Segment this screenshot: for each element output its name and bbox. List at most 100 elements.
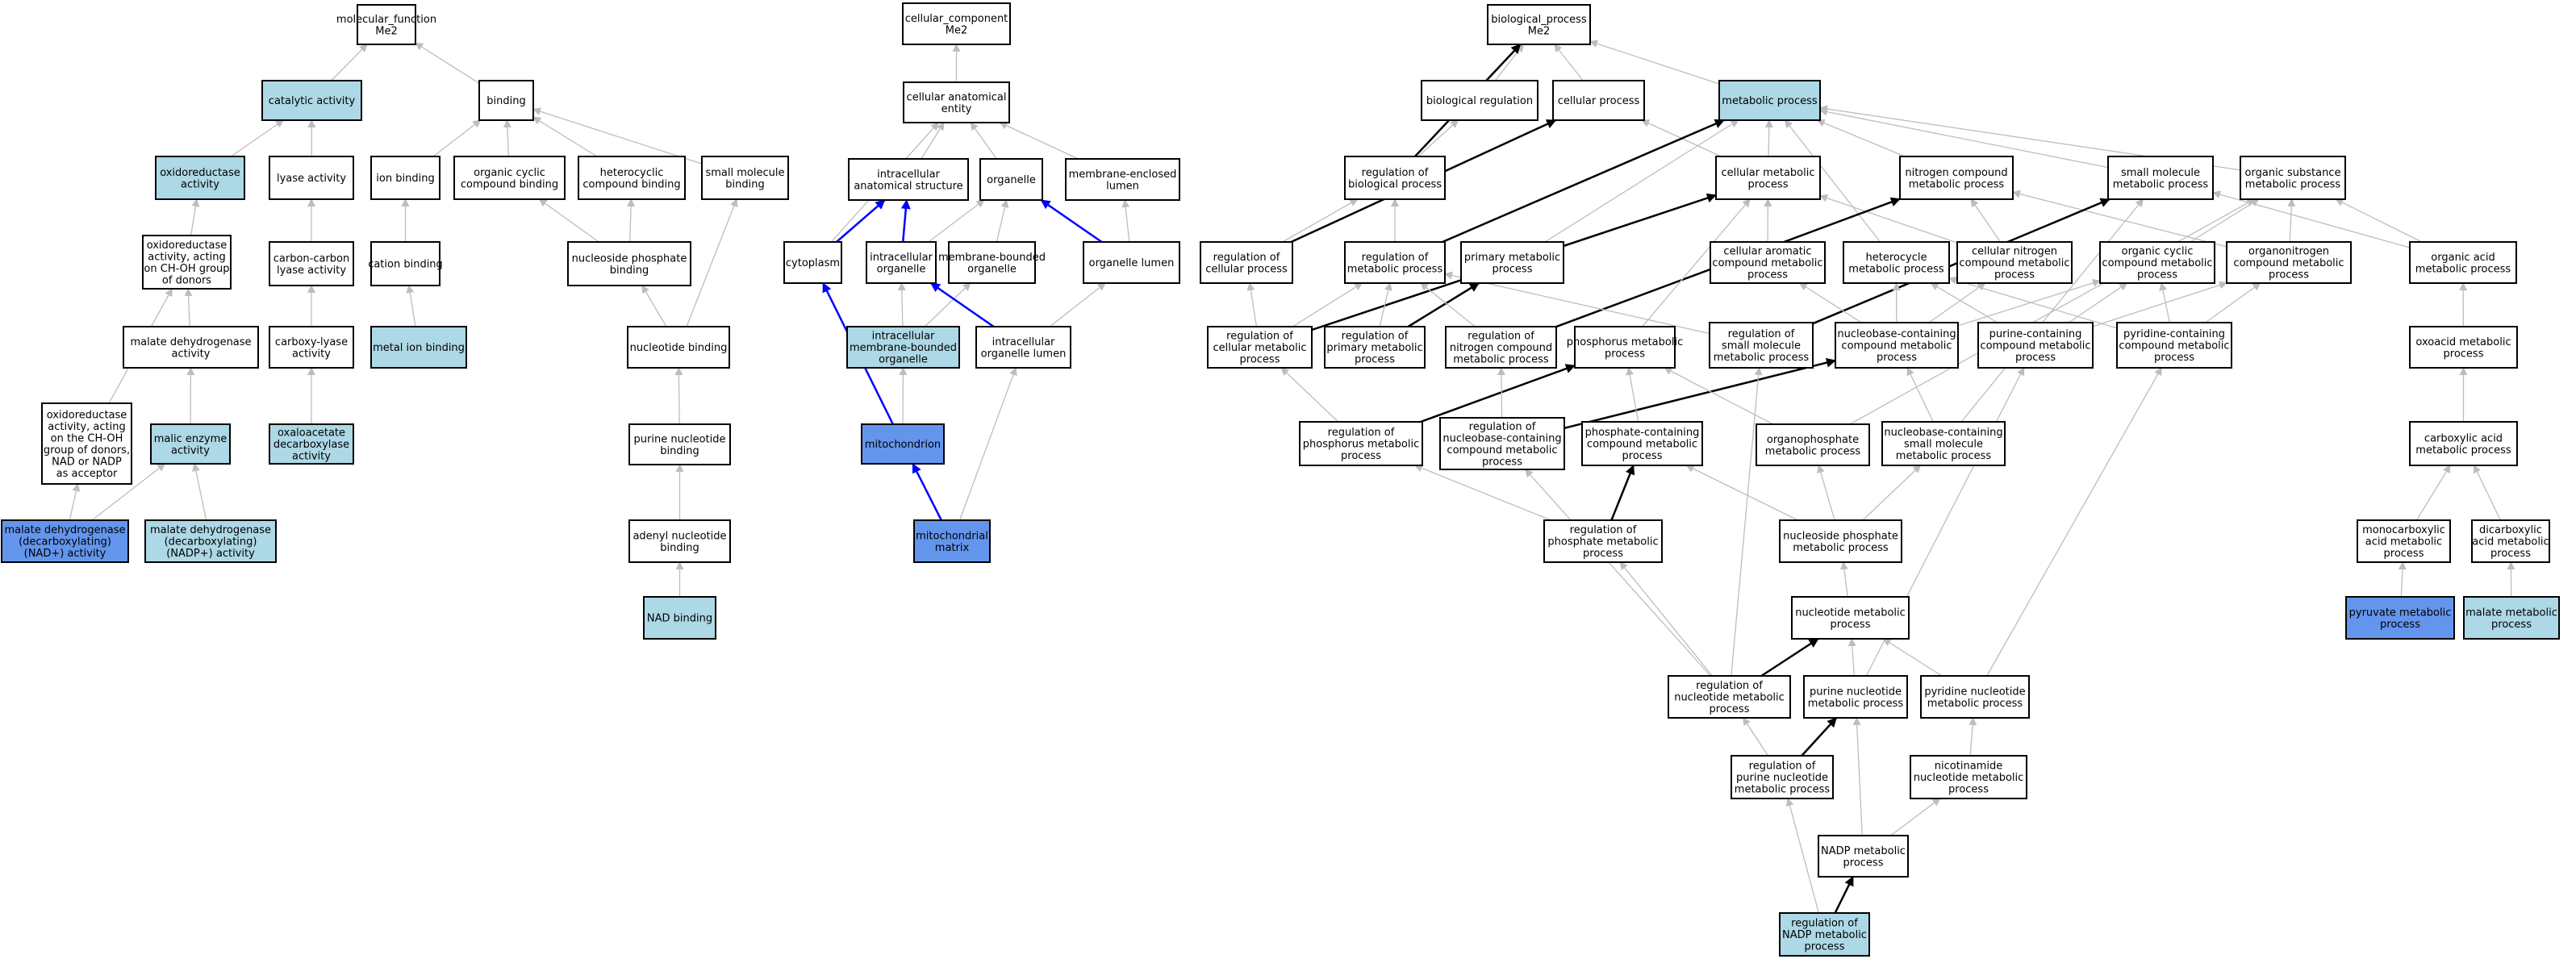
node-bind[interactable]: binding bbox=[478, 80, 534, 121]
node-cyto[interactable]: cytoplasm bbox=[783, 241, 842, 284]
node-metalb[interactable]: metal ion binding bbox=[370, 326, 467, 369]
node-nadb[interactable]: NAD binding bbox=[643, 596, 716, 640]
node-lyase[interactable]: lyase activity bbox=[269, 156, 354, 200]
node-label-line: organonitrogen bbox=[2248, 246, 2329, 258]
node-box bbox=[370, 326, 467, 369]
node-cationb[interactable]: cation binding bbox=[368, 241, 443, 286]
node-box bbox=[269, 241, 354, 286]
node-cproc[interactable]: cellular process bbox=[1552, 80, 1645, 121]
node-breg[interactable]: biological regulation bbox=[1421, 80, 1539, 121]
edge-mmat-to-mito bbox=[912, 463, 942, 521]
node-label-line: decarboxylase bbox=[273, 439, 349, 451]
node-box bbox=[627, 326, 730, 369]
node-mito[interactable]: mitochondrion bbox=[861, 423, 945, 465]
node-box bbox=[1445, 326, 1557, 369]
node-cat[interactable]: catalytic activity bbox=[261, 80, 362, 121]
node-mproc[interactable]: metabolic process bbox=[1718, 80, 1821, 121]
edge-smb-to-bind bbox=[532, 107, 703, 165]
edge-mcamp-to-camp bbox=[2415, 465, 2451, 521]
node-box bbox=[643, 596, 716, 640]
node-box bbox=[1, 519, 129, 563]
node-orgl[interactable]: organelle lumen bbox=[1083, 241, 1180, 284]
node-rnbcmp[interactable]: regulation ofnucleobase-containingcompou… bbox=[1439, 417, 1565, 470]
node-org[interactable]: organelle bbox=[979, 158, 1043, 201]
edge-nspmp-to-nbcsmmp bbox=[1862, 465, 1922, 521]
node-mdh_nadp[interactable]: malate dehydrogenase(decarboxylating)(NA… bbox=[144, 519, 277, 563]
edge-nspmp-to-phccmp bbox=[1685, 465, 1798, 521]
node-mdh_nad[interactable]: malate dehydrogenase(decarboxylating)(NA… bbox=[1, 519, 129, 563]
node-ionb[interactable]: ion binding bbox=[370, 156, 440, 200]
node-ntb[interactable]: nucleotide binding bbox=[627, 326, 730, 369]
node-box bbox=[1818, 835, 1909, 878]
node-label-line: compound metabolic bbox=[1447, 444, 1557, 457]
